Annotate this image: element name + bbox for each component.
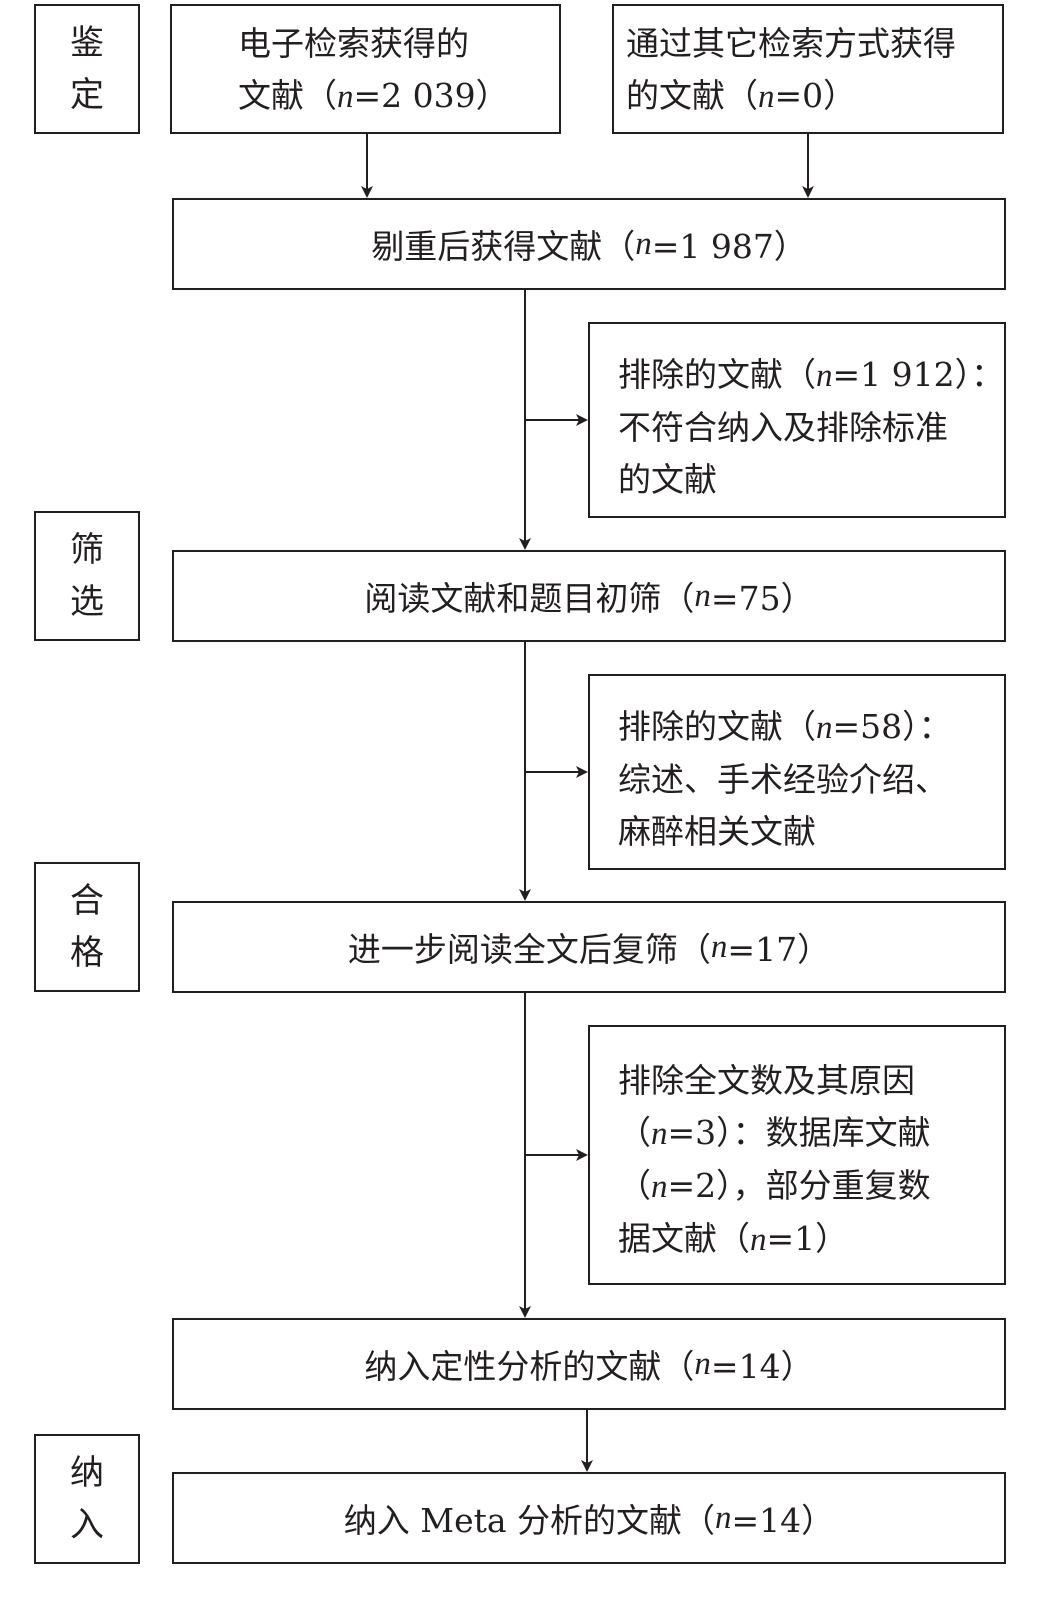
excluded-3-data-count: =1） <box>766 1219 849 1258</box>
excluded-3-duplicate-count: =2），部分重复数 <box>667 1166 931 1205</box>
box-qualitative: 纳入定性分析的文献（n=14） <box>172 1318 1006 1410</box>
excluded-1-line-1: 排除的文献（n=1 912）： <box>618 349 1004 402</box>
electronic-search-count: =2 039） <box>353 76 509 115</box>
box-other-search: 通过其它检索方式获得 的文献（n=0） <box>612 4 1004 134</box>
stage-screening-char-1: 筛 <box>70 530 104 570</box>
stage-screening-char-2: 选 <box>70 582 104 622</box>
excluded-1-line-2: 不符合纳入及排除标准 <box>618 408 948 447</box>
title-screen-count: =75） <box>710 579 814 618</box>
stage-identification: 鉴 定 <box>34 4 140 134</box>
excluded-2-count: =58）： <box>832 707 952 746</box>
excluded-3-line-2-prefix: （ <box>618 1113 651 1152</box>
fulltext-screen-prefix: 进一步阅读全文后复筛（ <box>347 930 711 969</box>
stage-eligibility-char-1: 合 <box>70 881 104 921</box>
n-variable: n <box>651 1169 668 1205</box>
other-search-line-2: 的文献（n=0） <box>626 70 1002 123</box>
stage-identification-char-2: 定 <box>70 75 104 115</box>
stage-identification-char-1: 鉴 <box>70 23 104 63</box>
excluded-3-line-3: （n=2），部分重复数 <box>618 1160 1004 1213</box>
n-variable: n <box>694 577 711 614</box>
box-excluded-3: 排除全文数及其原因 （n=3）：数据库文献 （n=2），部分重复数 据文献（n=… <box>588 1025 1006 1285</box>
excluded-1-count: =1 912）： <box>832 355 1005 394</box>
electronic-search-prefix: 文献（ <box>238 76 337 115</box>
n-variable: n <box>715 1499 732 1536</box>
excluded-1-prefix: 排除的文献（ <box>618 355 816 394</box>
after-dedup-count: =1 987） <box>651 227 807 266</box>
n-variable: n <box>750 1222 767 1258</box>
title-screen-prefix: 阅读文献和题目初筛（ <box>364 579 695 618</box>
stage-eligibility-char-2: 格 <box>70 933 104 973</box>
stage-included-char-2: 入 <box>70 1505 104 1545</box>
n-variable: n <box>758 79 775 115</box>
excluded-2-line-1: 排除的文献（n=58）： <box>618 701 1004 754</box>
meta-count: =14） <box>731 1501 835 1540</box>
n-variable: n <box>337 79 354 115</box>
excluded-1-line-3: 的文献 <box>618 460 717 499</box>
stage-screening: 筛 选 <box>34 511 140 641</box>
box-excluded-1: 排除的文献（n=1 912）： 不符合纳入及排除标准 的文献 <box>588 322 1006 518</box>
stage-eligibility: 合 格 <box>34 862 140 992</box>
stage-included-char-1: 纳 <box>70 1453 104 1493</box>
box-electronic-search: 电子检索获得的 文献（n=2 039） <box>170 4 561 134</box>
other-search-count: =0） <box>774 76 857 115</box>
excluded-3-line-1: 排除全文数及其原因 <box>618 1061 915 1100</box>
n-variable: n <box>635 225 652 262</box>
excluded-3-line-2: （n=3）：数据库文献 <box>618 1107 1004 1160</box>
excluded-3-line-4: 据文献（n=1） <box>618 1213 1004 1266</box>
qualitative-prefix: 纳入定性分析的文献（ <box>364 1347 695 1386</box>
n-variable: n <box>710 928 728 965</box>
excluded-3-line-4-prefix: 据文献（ <box>618 1219 750 1258</box>
electronic-search-line-1: 电子检索获得的 <box>238 24 469 63</box>
fulltext-screen-count: =17） <box>727 930 831 969</box>
meta-prefix: 纳入 Meta 分析的文献（ <box>343 1501 716 1540</box>
box-meta-analysis: 纳入 Meta 分析的文献（n=14） <box>172 1472 1006 1564</box>
excluded-2-prefix: 排除的文献（ <box>618 707 816 746</box>
n-variable: n <box>816 358 833 394</box>
excluded-2-line-2: 综述、手术经验介绍、 <box>618 760 948 799</box>
excluded-3-line-3-prefix: （ <box>618 1166 651 1205</box>
box-fulltext-screen: 进一步阅读全文后复筛（n=17） <box>172 901 1006 993</box>
other-search-line-1: 通过其它检索方式获得 <box>626 24 956 63</box>
n-variable: n <box>694 1345 711 1382</box>
box-excluded-2: 排除的文献（n=58）： 综述、手术经验介绍、 麻醉相关文献 <box>588 674 1006 870</box>
box-after-dedup: 剔重后获得文献（n=1 987） <box>172 198 1006 290</box>
other-search-prefix: 的文献（ <box>626 76 758 115</box>
box-title-screen: 阅读文献和题目初筛（n=75） <box>172 550 1006 642</box>
qualitative-count: =14） <box>710 1347 814 1386</box>
electronic-search-line-2: 文献（n=2 039） <box>238 70 559 123</box>
stage-included: 纳 入 <box>34 1434 140 1564</box>
n-variable: n <box>651 1116 668 1152</box>
after-dedup-prefix: 剔重后获得文献（ <box>371 227 636 266</box>
excluded-3-database-count: =3）：数据库文献 <box>667 1113 931 1152</box>
n-variable: n <box>816 710 833 746</box>
excluded-2-line-3: 麻醉相关文献 <box>618 812 816 851</box>
